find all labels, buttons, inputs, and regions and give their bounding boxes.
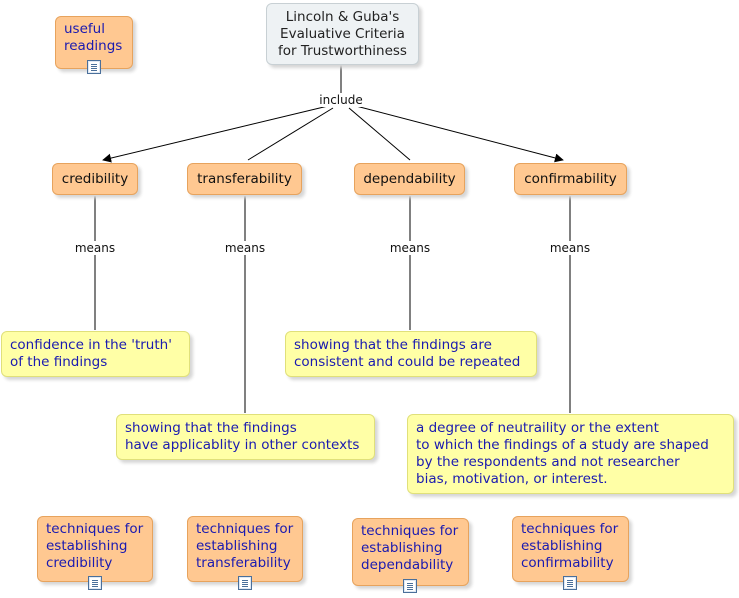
definition-transferability[interactable]: showing that the findings have applicabl… [116,414,375,460]
root-concept[interactable]: Lincoln & Guba's Evaluative Criteria for… [266,3,419,65]
techniques-credibility[interactable]: techniques for establishing credibility [37,516,153,582]
document-icon[interactable] [403,579,417,593]
document-icon[interactable] [87,60,101,74]
link-include-confirmability [355,105,564,163]
link-label-include: include [317,93,365,107]
definition-dependability[interactable]: showing that the findings are consistent… [285,331,537,377]
link-include-dependability [348,107,411,161]
link-label-means-dependability: means [387,241,433,255]
document-icon[interactable] [563,576,577,590]
definition-confirmability[interactable]: a degree of neutraility or the extent to… [407,414,734,494]
link-label-means-transferability: means [222,241,268,255]
concept-dependability[interactable]: dependability [354,163,465,195]
link-include-credibility [102,105,329,163]
concept-confirmability[interactable]: confirmability [514,163,627,195]
link-include-transferability [247,107,334,161]
concept-credibility[interactable]: credibility [52,163,138,195]
document-icon[interactable] [238,576,252,590]
techniques-dependability[interactable]: techniques for establishing dependabilit… [352,518,469,586]
concept-transferability[interactable]: transferability [187,163,302,195]
link-label-means-confirmability: means [547,241,593,255]
techniques-confirmability[interactable]: techniques for establishing confirmabili… [512,516,629,582]
definition-credibility[interactable]: confidence in the 'truth' of the finding… [1,331,190,377]
useful-readings-node[interactable]: useful readings [55,16,133,69]
techniques-transferability[interactable]: techniques for establishing transferabil… [187,516,303,582]
link-label-means-credibility: means [72,241,118,255]
document-icon[interactable] [88,576,102,590]
